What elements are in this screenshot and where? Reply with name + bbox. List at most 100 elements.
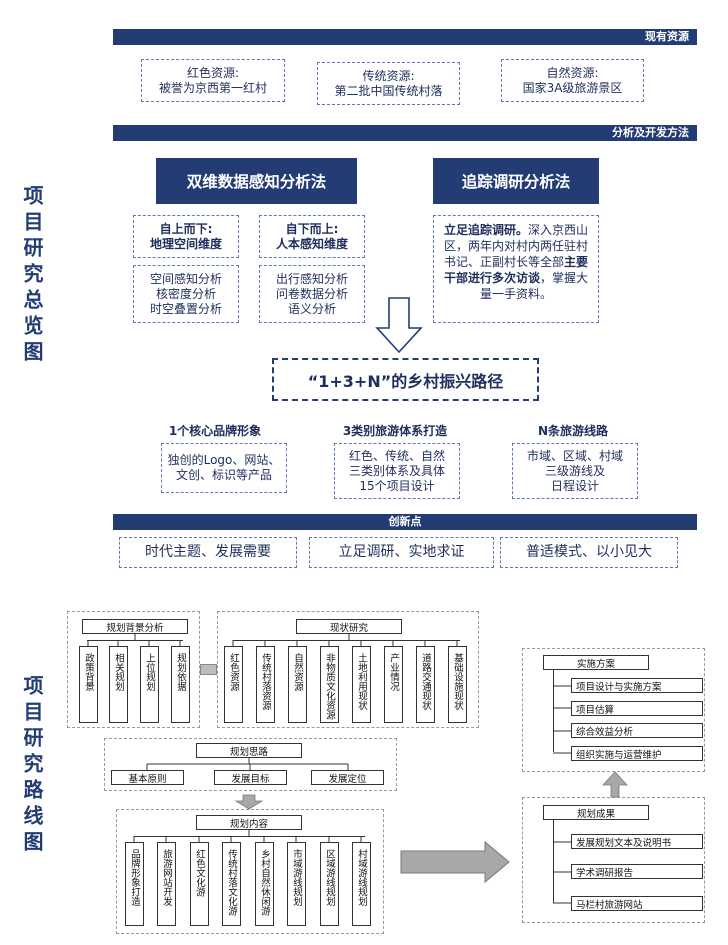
status-item-3: 自然资源 — [288, 646, 307, 723]
results-item-2: 学术调研报告 — [571, 864, 703, 879]
pillar-tourism-heading: 3类别旅游体系打造 — [342, 424, 448, 438]
thinking-item-2: 发展目标 — [214, 770, 287, 785]
pillar-brand-box: 独创的Logo、网站、 文创、标识等产品 — [161, 443, 287, 493]
content-group — [116, 809, 384, 934]
content-item-1: 品牌形象打造 — [125, 842, 144, 926]
implementation-title: 实施方案 — [543, 655, 649, 670]
thinking-item-1: 基本原则 — [111, 770, 184, 785]
status-item-1: 红色资源 — [224, 646, 243, 723]
status-item-7: 道路交通现状 — [416, 646, 435, 723]
top-down-box: 自上而下: 地理空间维度 — [133, 215, 239, 258]
background-item-2: 相关规划 — [109, 646, 128, 723]
bottom-up-box: 自下而上: 人本感知维度 — [259, 215, 365, 258]
perception-line2: 问卷数据分析 — [275, 286, 348, 301]
method-right-title: 追踪调研分析法 — [433, 158, 599, 204]
content-item-7: 区域游线规划 — [320, 842, 339, 926]
bottom-up-line1: 自下而上: — [285, 221, 339, 236]
tracking-text2: ，掌握大量一手资料。 — [479, 271, 589, 301]
content-item-8: 村域游线规划 — [352, 842, 371, 926]
pillar-brand-line1: 独创的Logo、网站、 — [167, 453, 281, 467]
implementation-branches — [553, 685, 571, 754]
content-item-2: 旅游网站开发 — [157, 842, 176, 926]
overview-side-title: 项目研究总览图 — [20, 185, 44, 367]
content-title: 规划内容 — [196, 815, 302, 830]
thinking-title: 规划思路 — [196, 743, 302, 758]
resource-red-line1: 红色资源: — [186, 65, 240, 80]
pillar-tourism-box: 红色、传统、自然 三类别体系及具体 15个项目设计 — [334, 443, 460, 499]
background-group — [67, 611, 200, 728]
thinking-lines — [146, 758, 349, 770]
background-item-3: 上位规划 — [140, 646, 159, 723]
innovation-1: 时代主题、发展需要 — [119, 537, 297, 568]
results-title: 规划成果 — [543, 805, 649, 820]
top-down-line2: 地理空间维度 — [149, 236, 222, 251]
methods-bar: 分析及开发方法 — [113, 125, 697, 141]
results-item-1: 发展规划文本及说明书 — [571, 834, 703, 849]
right-arrow-icon — [400, 840, 510, 884]
pillar-routes-heading: N条旅游线路 — [537, 424, 609, 438]
implementation-item-4: 组织实施与运营维护 — [571, 746, 703, 761]
content-item-6: 市域游线规划 — [287, 842, 306, 926]
small-down-arrow-icon — [234, 794, 264, 810]
content-item-5: 乡村自然休闲游 — [255, 842, 274, 926]
results-group — [522, 797, 705, 923]
innovation-bar: 创新点 — [113, 514, 697, 530]
pillar-tourism-line2: 三类别体系及具体 — [348, 463, 445, 478]
resource-natural-line2: 国家3A级旅游景区 — [522, 80, 623, 95]
up-arrow-icon — [602, 771, 628, 798]
status-item-8: 基础设施现状 — [448, 646, 467, 723]
tracking-bold2: 主要干部进行多次访谈 — [443, 255, 589, 285]
content-ticks — [133, 830, 362, 842]
spatial-analysis-box: 空间感知分析 核密度分析 时空叠置分析 — [133, 265, 239, 323]
status-item-4: 非物质文化资源 — [320, 646, 339, 723]
resources-bar: 现有资源 — [113, 29, 697, 45]
resource-traditional-line2: 第二批中国传统村落 — [334, 83, 443, 98]
background-item-4: 规划依据 — [171, 646, 190, 723]
status-group — [217, 611, 479, 728]
tracking-text1: 深入京西山区，两年内对村内两任驻村书记、正副村长等全部 — [443, 223, 589, 269]
bottom-up-line2: 人本感知维度 — [275, 236, 348, 251]
status-item-2: 传统村落资源 — [256, 646, 275, 723]
implementation-item-1: 项目设计与实施方案 — [571, 678, 703, 693]
results-item-3: 马栏村旅游网站 — [571, 896, 703, 911]
spatial-line3: 时空叠置分析 — [149, 301, 222, 316]
pillar-routes-line3: 日程设计 — [550, 478, 599, 493]
innovation-2: 立足调研、实地求证 — [309, 537, 494, 568]
pillar-tourism-line1: 红色、传统、自然 — [348, 448, 445, 463]
pillar-routes-box: 市域、区域、村域 三级游线及 日程设计 — [512, 443, 638, 499]
down-arrow-icon — [375, 297, 423, 354]
group-link-rect — [200, 664, 217, 675]
resource-natural: 自然资源: 国家3A级旅游景区 — [501, 59, 644, 102]
status-item-5: 土地利用现状 — [352, 646, 371, 723]
method-left-title: 双维数据感知分析法 — [156, 158, 357, 204]
results-branches — [553, 841, 571, 904]
resource-red: 红色资源: 被誉为京西第一红村 — [141, 59, 285, 102]
implementation-group — [522, 648, 705, 772]
status-item-6: 产业情况 — [384, 646, 403, 723]
thinking-group — [104, 738, 397, 791]
resource-natural-line1: 自然资源: — [546, 65, 599, 80]
perception-line1: 出行感知分析 — [275, 271, 348, 286]
pillar-brand-line2: 文创、标识等产品 — [175, 468, 272, 482]
pillar-brand-heading: 1个核心品牌形象 — [168, 424, 262, 438]
top-down-line1: 自上而下: — [159, 221, 213, 236]
spatial-line2: 核密度分析 — [155, 286, 216, 301]
pillar-tourism-line3: 15个项目设计 — [359, 478, 435, 493]
resource-traditional-line1: 传统资源: — [362, 68, 415, 83]
tracking-research-box: 立足追踪调研。深入京西山区，两年内对村内两任驻村书记、正副村长等全部主要干部进行… — [433, 215, 599, 323]
status-ticks — [232, 634, 458, 646]
perception-line3: 语义分析 — [287, 301, 336, 316]
status-title: 现状研究 — [296, 619, 402, 634]
content-item-3: 红色文化游 — [190, 842, 209, 926]
background-ticks — [87, 634, 181, 646]
status-connector — [233, 640, 460, 641]
spatial-line1: 空间感知分析 — [149, 271, 222, 286]
content-item-4: 传统村落文化游 — [222, 842, 241, 926]
resource-traditional: 传统资源: 第二批中国传统村落 — [317, 62, 460, 105]
perception-analysis-box: 出行感知分析 问卷数据分析 语义分析 — [259, 265, 365, 323]
roadmap-side-title: 项目研究路线图 — [20, 675, 44, 857]
content-connector — [134, 836, 365, 837]
tracking-bold1: 立足追踪调研。 — [443, 223, 528, 237]
